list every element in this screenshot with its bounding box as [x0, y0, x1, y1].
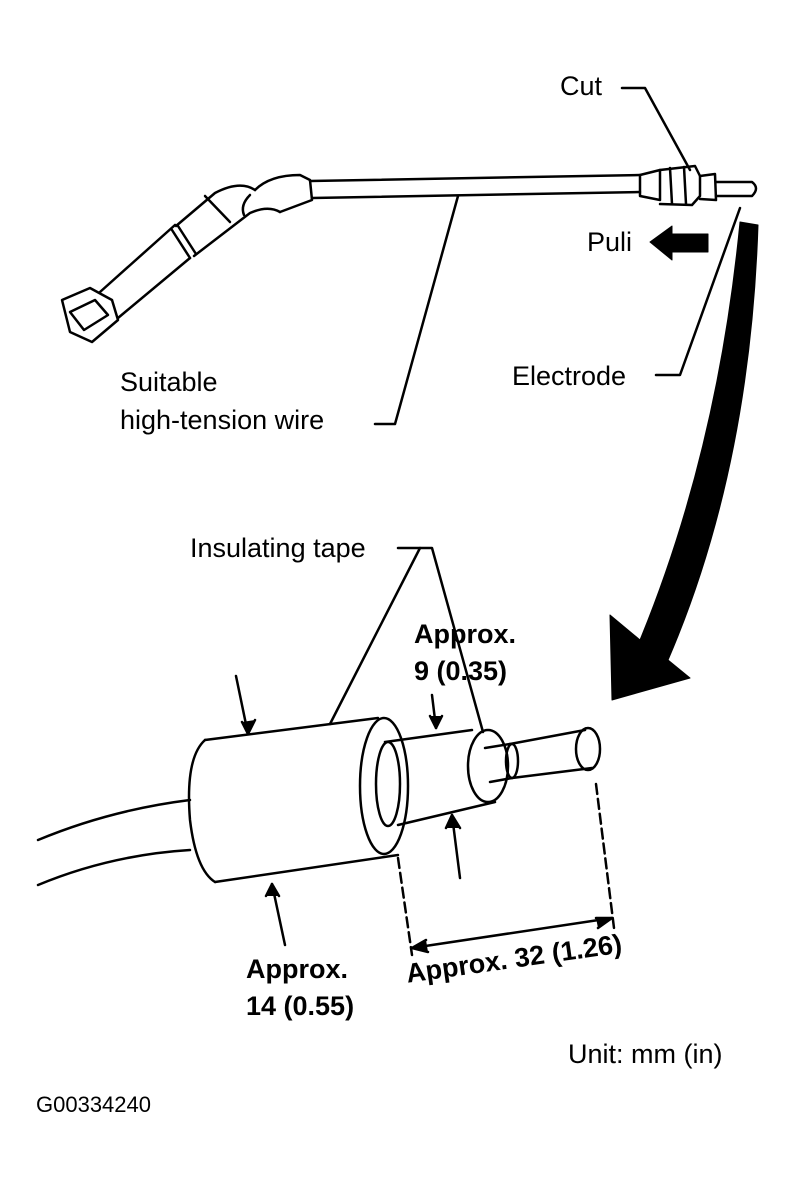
insulating-tape-label: Insulating tape — [190, 533, 366, 563]
tape-leader-line-a — [328, 546, 422, 726]
tape-leader-line-b — [418, 546, 485, 734]
electrode-cylinder — [483, 726, 602, 784]
pull-label: Puli — [587, 227, 633, 257]
dimension-14mm — [234, 674, 287, 947]
dimension-14-label-line2: 14 (0.55) — [246, 991, 355, 1021]
curved-down-arrow-icon — [609, 221, 759, 701]
wire-label-line1: Suitable — [120, 367, 218, 397]
high-tension-wire-line — [308, 173, 642, 200]
dimension-9mm — [428, 693, 462, 880]
figure-id-label: G00334240 — [36, 1092, 151, 1117]
dimension-9-label-line2: 9 (0.35) — [414, 656, 508, 686]
wire-leader-line — [373, 194, 460, 426]
dimension-32mm — [396, 782, 616, 957]
electrode-label: Electrode — [512, 361, 627, 391]
cut-electrode-end — [638, 164, 758, 207]
insulating-tape-cylinder — [187, 716, 410, 884]
dimension-14-label-line1: Approx. — [246, 954, 349, 984]
wire-label-line2: high-tension wire — [120, 405, 325, 435]
unit-label: Unit: mm (in) — [568, 1039, 723, 1069]
wire-core-cylinder — [374, 728, 510, 828]
cut-label: Cut — [560, 71, 603, 101]
cut-leader-line — [620, 86, 692, 172]
dimension-9-label-line1: Approx. — [414, 619, 517, 649]
left-arrow-icon — [649, 225, 709, 261]
wire-cable — [36, 798, 192, 887]
spark-plug-boot-illustration — [60, 173, 314, 344]
electrode-leader-line — [654, 206, 742, 377]
